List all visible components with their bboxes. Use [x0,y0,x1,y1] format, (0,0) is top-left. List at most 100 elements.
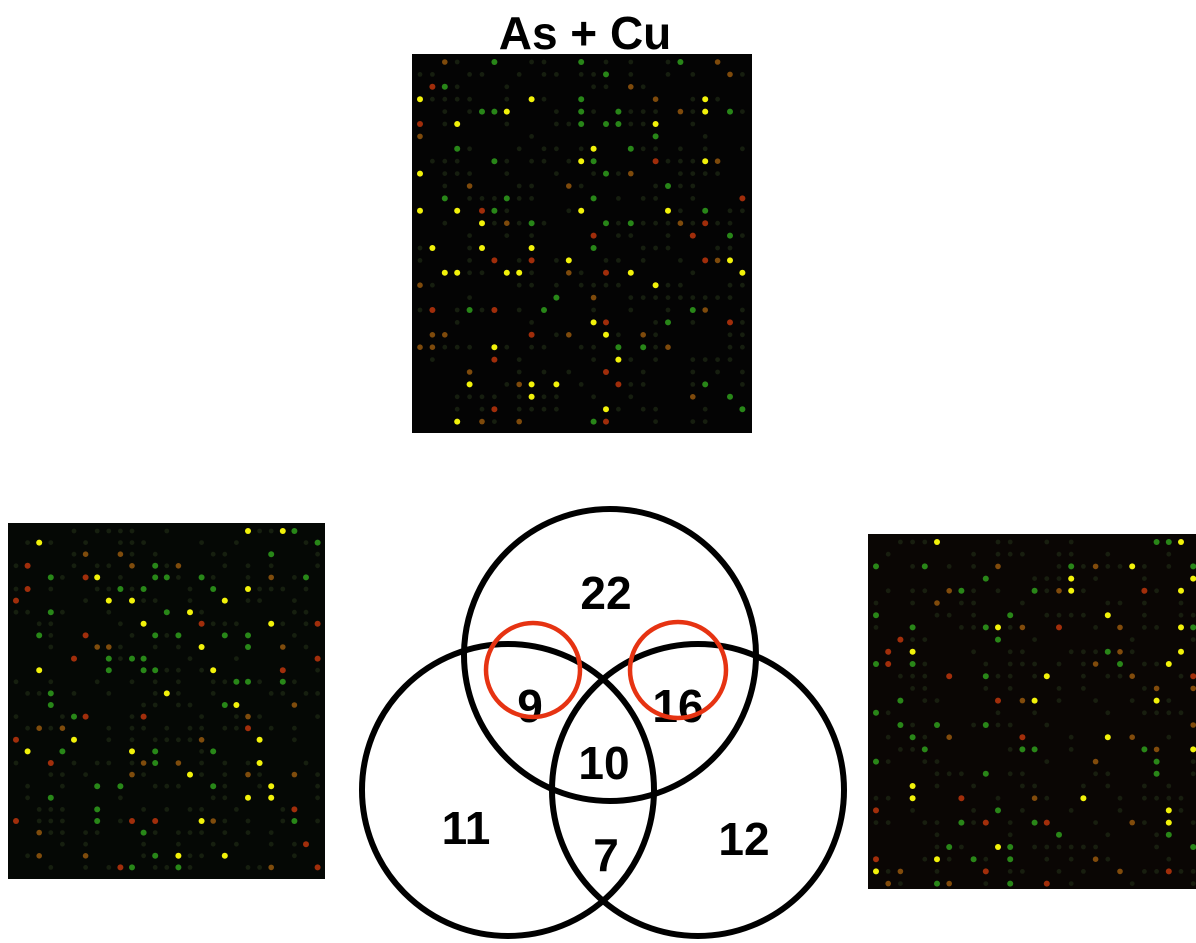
microarray-spot [1105,564,1111,569]
microarray-spot [529,320,534,325]
microarray-spot [922,698,928,703]
microarray-spot [82,632,89,639]
microarray-spot [591,282,596,288]
microarray-spot [163,609,170,616]
microarray-spot [740,369,745,375]
microarray-spot [982,770,989,777]
microarray-spot [1044,539,1050,545]
microarray-spot [13,679,19,685]
microarray-spot [516,183,522,189]
microarray-spot [1190,746,1196,753]
microarray-spot [140,620,147,627]
microarray-spot [1142,661,1147,667]
microarray-spot [727,319,733,326]
microarray-spot [129,818,135,824]
microarray-spot [36,632,43,639]
microarray-spot [1117,868,1123,875]
microarray-spot [590,319,597,326]
microarray-spot [516,220,522,226]
microarray-spot [1032,673,1037,679]
microarray-spot [1166,551,1172,557]
microarray-spot [222,818,228,824]
microarray-spot [690,369,696,375]
microarray-spot [141,702,147,708]
microarray-spot [245,830,251,835]
microarray-spot [13,760,19,766]
microarray-spot [25,783,30,789]
microarray-spot [615,344,622,351]
microarray-spot [1154,710,1159,716]
microarray-spot [727,108,733,115]
microarray-spot [616,282,621,288]
microarray-spot [640,220,646,226]
microarray-spot [566,121,572,127]
microarray-spot [541,220,547,226]
microarray-spot [1190,759,1196,764]
microarray-spot [257,772,262,777]
microarray-spot [442,96,448,102]
microarray-spot [982,673,989,680]
microarray-spot [245,771,251,778]
microarray-spot [222,760,228,766]
microarray-spot [1068,612,1074,618]
microarray-spot [554,258,559,263]
microarray-spot [1007,747,1013,752]
microarray-spot [653,245,658,251]
microarray-spot [504,121,510,127]
microarray-spot [628,59,634,65]
microarray-spot [1154,795,1159,801]
microarray-spot [279,667,286,674]
microarray-spot [94,528,100,534]
microarray-spot [873,795,879,801]
microarray-spot [995,807,1001,814]
microarray-spot [152,632,159,639]
microarray-spot [1044,844,1050,850]
microarray-spot [1007,686,1013,691]
highlight-circle-top-right [627,619,729,721]
microarray-spot [714,59,721,65]
microarray-spot [946,844,953,850]
microarray-spot [1007,661,1013,667]
microarray-spot [268,586,274,592]
microarray-spot [970,856,977,863]
microarray-spot [628,121,634,127]
microarray-spot [934,759,940,764]
microarray-spot [175,632,182,639]
microarray-spot [303,691,309,696]
microarray-spot [628,84,634,90]
microarray-spot [690,220,696,226]
figure-title: As + Cu [498,7,672,59]
microarray-spot [516,258,522,263]
microarray-spot [615,108,622,115]
microarray-spot [554,146,559,152]
microarray-spot [268,783,275,790]
microarray-spot [198,737,205,743]
microarray-spot [910,588,915,594]
microarray-spot [71,551,77,557]
microarray-spot [653,183,658,189]
microarray-spot [1153,758,1160,765]
microarray-spot [1031,819,1038,826]
microarray-spot [897,868,904,875]
microarray-spot [554,109,559,114]
microarray-spot [1166,734,1172,740]
microarray-spot [291,806,298,813]
microarray-spot [897,697,904,704]
microarray-spot [245,575,251,580]
microarray-spot [466,369,473,375]
venn-count-top-only: 22 [580,567,631,619]
microarray-spot [164,725,170,731]
microarray-spot [665,245,671,251]
microarray-spot [1019,624,1026,631]
microarray-spot [129,864,135,871]
microarray-spot [491,406,498,413]
microarray-spot [677,59,684,65]
microarray-spot [118,575,123,580]
microarray-spot [1056,624,1062,631]
microarray-spot [234,656,239,661]
microarray-spot [885,795,891,801]
microarray-spot [1190,685,1196,692]
microarray-spot [1154,832,1159,838]
microarray-spot [199,667,205,673]
microarray-spot [141,725,147,731]
